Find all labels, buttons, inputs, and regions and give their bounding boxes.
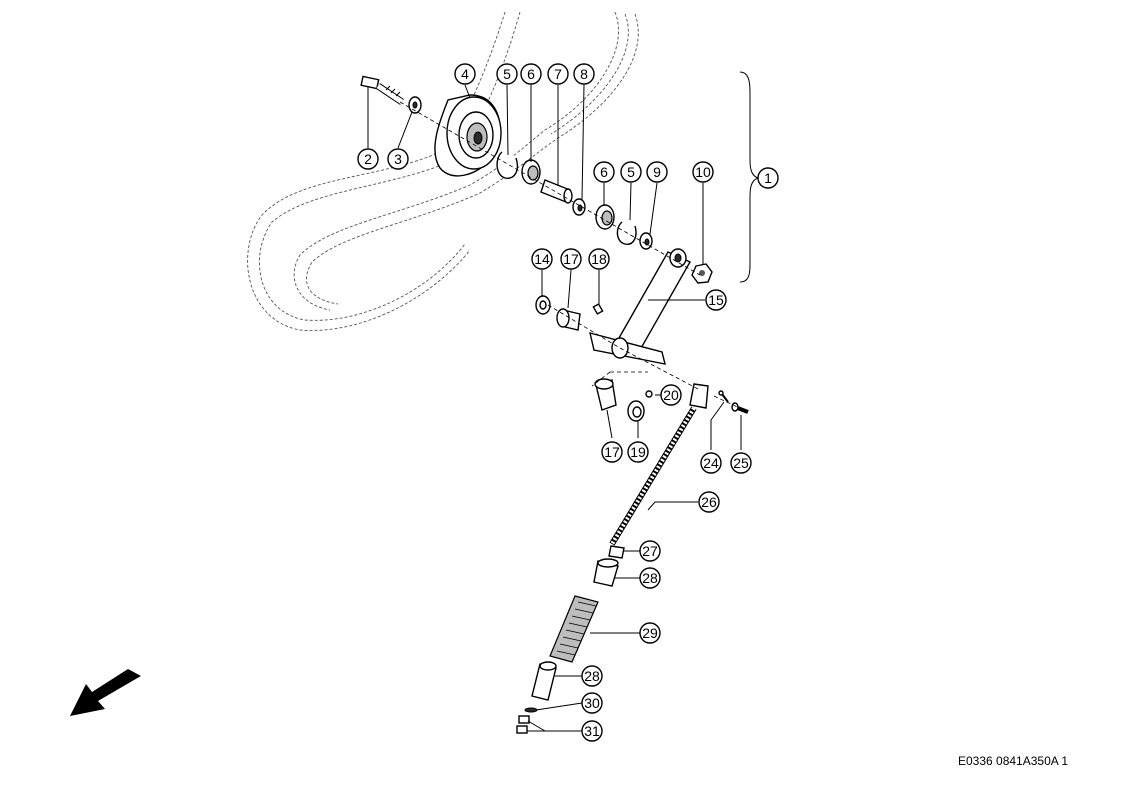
callout-label: 27 xyxy=(642,543,658,559)
callout-label: 8 xyxy=(580,66,588,82)
lock-nuts-part xyxy=(516,715,530,734)
callout: 9 xyxy=(646,161,668,183)
callout-label: 6 xyxy=(527,66,535,82)
assembly-axis-lines xyxy=(399,101,749,413)
spring-washer-part xyxy=(524,707,538,713)
washer-part xyxy=(408,96,422,114)
callout-label: 29 xyxy=(642,625,658,641)
callout: 26 xyxy=(698,491,720,513)
bushing-part xyxy=(556,308,581,331)
callout: 7 xyxy=(547,63,569,85)
callout-label: 17 xyxy=(563,251,579,267)
threaded-rod-part xyxy=(609,383,709,546)
callout-label: 24 xyxy=(703,455,719,471)
bearing-part xyxy=(521,159,541,185)
small-bearing-part xyxy=(572,198,586,216)
callout-label: 5 xyxy=(503,66,511,82)
callout-label: 2 xyxy=(364,151,372,167)
grease-nipple-part xyxy=(645,390,653,398)
callout-label: 18 xyxy=(591,251,607,267)
assembly-bracket xyxy=(739,71,760,283)
callout: 18 xyxy=(588,248,610,270)
callout-label: 19 xyxy=(630,444,646,460)
callout: 2 xyxy=(357,148,379,170)
callout-label: 17 xyxy=(604,444,620,460)
callout-label: 4 xyxy=(461,66,469,82)
callout: 1 xyxy=(757,167,779,189)
leader-lines xyxy=(367,84,742,732)
callout: 17 xyxy=(560,248,582,270)
compression-spring-part xyxy=(549,595,599,663)
callout: 6 xyxy=(593,161,615,183)
drawing-reference-code: E0336 0841A350A 1 xyxy=(958,754,1069,768)
callout-label: 5 xyxy=(627,164,635,180)
circlip-part xyxy=(496,151,519,179)
callout: 14 xyxy=(531,248,553,270)
callouts: 1 2 3 4 5 6 7 8 6 5 9 10 14 17 18 15 20 … xyxy=(357,63,779,742)
callout-label: 6 xyxy=(600,164,608,180)
callout: 10 xyxy=(692,161,714,183)
callout: 28 xyxy=(639,567,661,589)
callout-label: 10 xyxy=(695,164,711,180)
callout: 5 xyxy=(620,161,642,183)
callout: 25 xyxy=(730,452,752,474)
callout: 17 xyxy=(601,441,623,463)
callout: 31 xyxy=(581,720,603,742)
direction-arrow-icon xyxy=(70,669,141,716)
callout-label: 28 xyxy=(642,570,658,586)
callout: 3 xyxy=(387,148,409,170)
grub-screw-part xyxy=(592,303,604,315)
washer-part-3 xyxy=(535,295,551,315)
pulley-part xyxy=(434,94,502,177)
callout: 29 xyxy=(639,622,661,644)
callout-label: 9 xyxy=(653,164,661,180)
ring-part xyxy=(627,400,645,422)
spring-cup-part xyxy=(593,558,619,587)
callout: 5 xyxy=(496,63,518,85)
bushing-part-2 xyxy=(594,378,617,411)
callout: 30 xyxy=(581,692,603,714)
callout: 19 xyxy=(627,441,649,463)
bearing-part-2 xyxy=(595,204,615,230)
spring-cup-part-2 xyxy=(531,661,557,701)
callout-label: 14 xyxy=(534,251,550,267)
callout-label: 15 xyxy=(708,292,724,308)
callout: 28 xyxy=(581,665,603,687)
bolt-part xyxy=(360,75,404,105)
callout-label: 26 xyxy=(701,494,717,510)
callout-label: 1 xyxy=(764,170,772,186)
callout-label: 25 xyxy=(733,455,749,471)
callout: 8 xyxy=(573,63,595,85)
callout-label: 30 xyxy=(584,695,600,711)
callout: 24 xyxy=(700,452,722,474)
callout-label: 20 xyxy=(663,387,679,403)
callout: 27 xyxy=(639,540,661,562)
callout-label: 3 xyxy=(394,151,402,167)
washer-part-2 xyxy=(639,232,653,250)
spring-nut-part xyxy=(608,545,625,559)
clip-pin-part xyxy=(718,390,729,403)
nut-part xyxy=(691,263,713,284)
callout-label: 7 xyxy=(554,66,562,82)
clevis-pin-part xyxy=(731,402,749,414)
callout-label: 31 xyxy=(584,723,600,739)
callout: 4 xyxy=(454,63,476,85)
callout: 6 xyxy=(520,63,542,85)
callout-label: 28 xyxy=(584,668,600,684)
callout: 20 xyxy=(660,384,682,406)
callout: 15 xyxy=(705,289,727,311)
spacer-tube-part xyxy=(540,179,573,204)
